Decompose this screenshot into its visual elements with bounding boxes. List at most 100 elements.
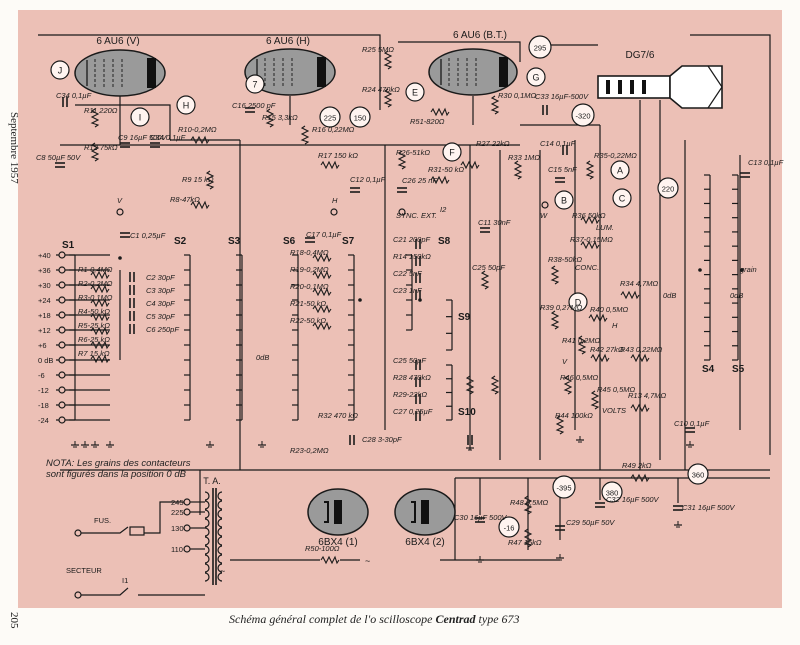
crt-label-2: R35-0,22MΩ [594, 151, 637, 160]
capacitor-c34b [150, 142, 160, 148]
switch-s10-contacts [446, 364, 452, 421]
attenuator-r-label-1: R2-0,2MΩ [78, 279, 113, 288]
crt-label-16: R44 100kΩ [555, 411, 593, 420]
resistor-r38 [550, 265, 560, 285]
attenuator-c-label-1: C3 30pF [146, 286, 175, 295]
switch-label-s8: S8 [438, 236, 451, 247]
resistor-r31 [430, 175, 450, 185]
crt-label-23: C13 0,1µF [748, 158, 784, 167]
resistor-r27 [460, 160, 480, 170]
v2-label-10: 0dB [256, 353, 269, 362]
timebase-c-label-2: C22 5nF [393, 269, 422, 278]
switch-label-s2: S2 [174, 236, 187, 247]
crt-label-5: LUM. [596, 223, 614, 232]
crt-label-0: C14 0,1µF [540, 139, 576, 148]
rectifier-6bx4-1 [307, 488, 369, 536]
marker-neg16-text: -16 [504, 523, 515, 532]
switch-s2-contacts [184, 254, 190, 421]
ground-4 [206, 441, 214, 448]
crt-label-10: R39 0,27MΩ [540, 303, 583, 312]
resistor-r28 [465, 375, 475, 395]
resistor-r16 [300, 125, 310, 145]
capacitor-c13 [740, 172, 750, 178]
sweep-label-3: R21-50 kΩ [290, 299, 326, 308]
marker-D-text: D [575, 297, 582, 307]
db-terminal-0 [58, 251, 66, 259]
crt-label: DG7/6 [626, 50, 655, 61]
capacitor-c30 [475, 517, 485, 523]
timebase-label-11: C11 30nF [478, 218, 511, 227]
attenuator-resistor-0 [90, 270, 110, 280]
capacitor-c27 [467, 435, 473, 445]
v1-label-6: C1 0,25µF [130, 231, 166, 240]
attenuator-c-label-3: C5 30pF [146, 312, 175, 321]
resistor-r26 [397, 150, 407, 170]
tube-6au6-bt [428, 48, 518, 96]
mains-terminal-2 [74, 591, 82, 599]
db-scale-1: +36 [38, 266, 51, 275]
attenuator-cap-2 [129, 298, 135, 308]
timebase-label-7: R27 22kΩ [476, 139, 510, 148]
ground-8 [686, 441, 694, 448]
crt-label-12: H [612, 321, 618, 330]
resistor-r37 [580, 240, 600, 250]
resistor-r10 [190, 135, 210, 145]
caption-brand: Centrad [435, 612, 476, 626]
resistor-r30 [490, 95, 500, 115]
db-terminal-7 [58, 356, 66, 364]
resistor-r39 [550, 310, 560, 330]
switch-i1-label: I1 [122, 576, 128, 585]
rectifier-6bx4-2-label: 6BX4 (2) [405, 537, 444, 548]
capacitor-c14 [562, 145, 568, 155]
db-terminal-5 [58, 326, 66, 334]
side-date: Septembre 1957 [8, 112, 20, 184]
switch-s6-contacts [292, 254, 298, 421]
marker-neg395-text: -395 [556, 483, 571, 492]
attenuator-resistor-1 [90, 284, 110, 294]
timebase-label-4: C33 16µF-500V [535, 92, 589, 101]
resistor-r25 [383, 50, 393, 70]
timebase-cap2-2 [415, 394, 421, 404]
ground-filter-1 [476, 556, 484, 563]
marker-B-text: B [561, 195, 567, 205]
c29-label: C29 50µF 50V [566, 518, 615, 527]
capacitor-c1 [120, 232, 130, 238]
crt-label-13: R41 0,2MΩ [562, 336, 601, 345]
resistor-r43 [630, 353, 650, 363]
db-terminal-11 [58, 416, 66, 424]
marker-J-text: J [58, 65, 63, 75]
crt-label-22: V [562, 357, 568, 366]
resistor-r50 [320, 555, 340, 565]
sweep-label-5: R23-0,2MΩ [290, 446, 329, 455]
v1-label-5: C34 0,1µF [150, 133, 186, 142]
db-scale-11: -24 [38, 416, 49, 425]
attenuator-cap-0 [129, 272, 135, 282]
timebase-cap2-3 [415, 411, 421, 421]
capacitor-c33 [542, 105, 548, 115]
switch-s8-contacts [406, 254, 412, 331]
db-terminal-2 [58, 281, 66, 289]
sweep-label-c28: C28 3-30pF [362, 435, 402, 444]
crt-label-21: C10 0,1µF [674, 419, 710, 428]
marker-J: J [50, 60, 70, 80]
timebase-cap-2 [415, 273, 421, 283]
timebase-label-10: SYNC. EXT. [396, 211, 437, 220]
resistor-r8 [190, 200, 210, 210]
timebase-cap2-1 [415, 377, 421, 387]
timebase-c-label-0: C21 200pF [393, 235, 431, 244]
marker-A: A [610, 160, 630, 180]
marker-G: G [526, 67, 546, 87]
v1-label-3: C8 50µF 50V [36, 153, 81, 162]
resistor-r13 [630, 403, 650, 413]
resistor-r15 [265, 108, 275, 128]
resistor-r51 [430, 107, 450, 117]
capacitor-c15 [555, 177, 565, 183]
wire-primary [144, 501, 187, 534]
tap-terminal-130 [183, 524, 191, 532]
capacitor-c29 [555, 525, 565, 531]
circuit-labels: 6 AU6 (V)6 AU6 (H)6 AU6 (B.T.)DG7/66BX4 … [36, 30, 784, 585]
mains-terminal-1 [74, 529, 82, 537]
attenuator-c-label-2: C4 30pF [146, 299, 175, 308]
db-scale-7: 0 dB [38, 356, 53, 365]
